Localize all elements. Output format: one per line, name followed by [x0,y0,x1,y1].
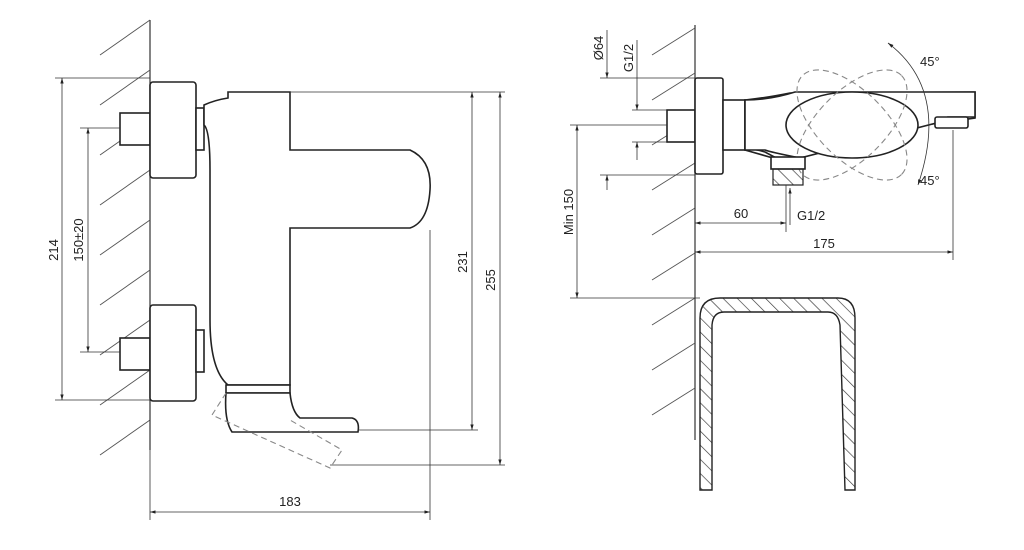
angle-lower: 45° [920,173,940,188]
front-dimensions: 214 150±20 231 255 183 [46,77,505,520]
dim-diameter-64: Ø64 [591,36,606,61]
dim-175: 175 [813,236,835,251]
dim-231: 231 [455,251,470,273]
dim-inlet-thread: G1/2 [621,44,636,72]
dim-outlet-thread: G1/2 [797,208,825,223]
dim-min-150: Min 150 [561,189,576,235]
angle-upper: 45° [920,54,940,69]
dim-214: 214 [46,239,61,261]
dim-255: 255 [483,269,498,291]
front-view: 214 150±20 231 255 183 [46,19,505,520]
dim-150-20: 150±20 [71,218,86,261]
mixer-body-side [666,42,976,186]
dim-183: 183 [279,494,301,509]
mixer-body-front [119,81,431,469]
basin-profile [699,297,856,491]
side-view: Ø64 G1/2 Min 150 60 G1/2 175 45° 45° [561,25,976,491]
wall-hatching-left [99,19,151,456]
wall-hatching-right [651,25,696,440]
dim-60: 60 [734,206,748,221]
side-dimensions: Ø64 G1/2 Min 150 60 G1/2 175 45° 45° [561,30,954,299]
